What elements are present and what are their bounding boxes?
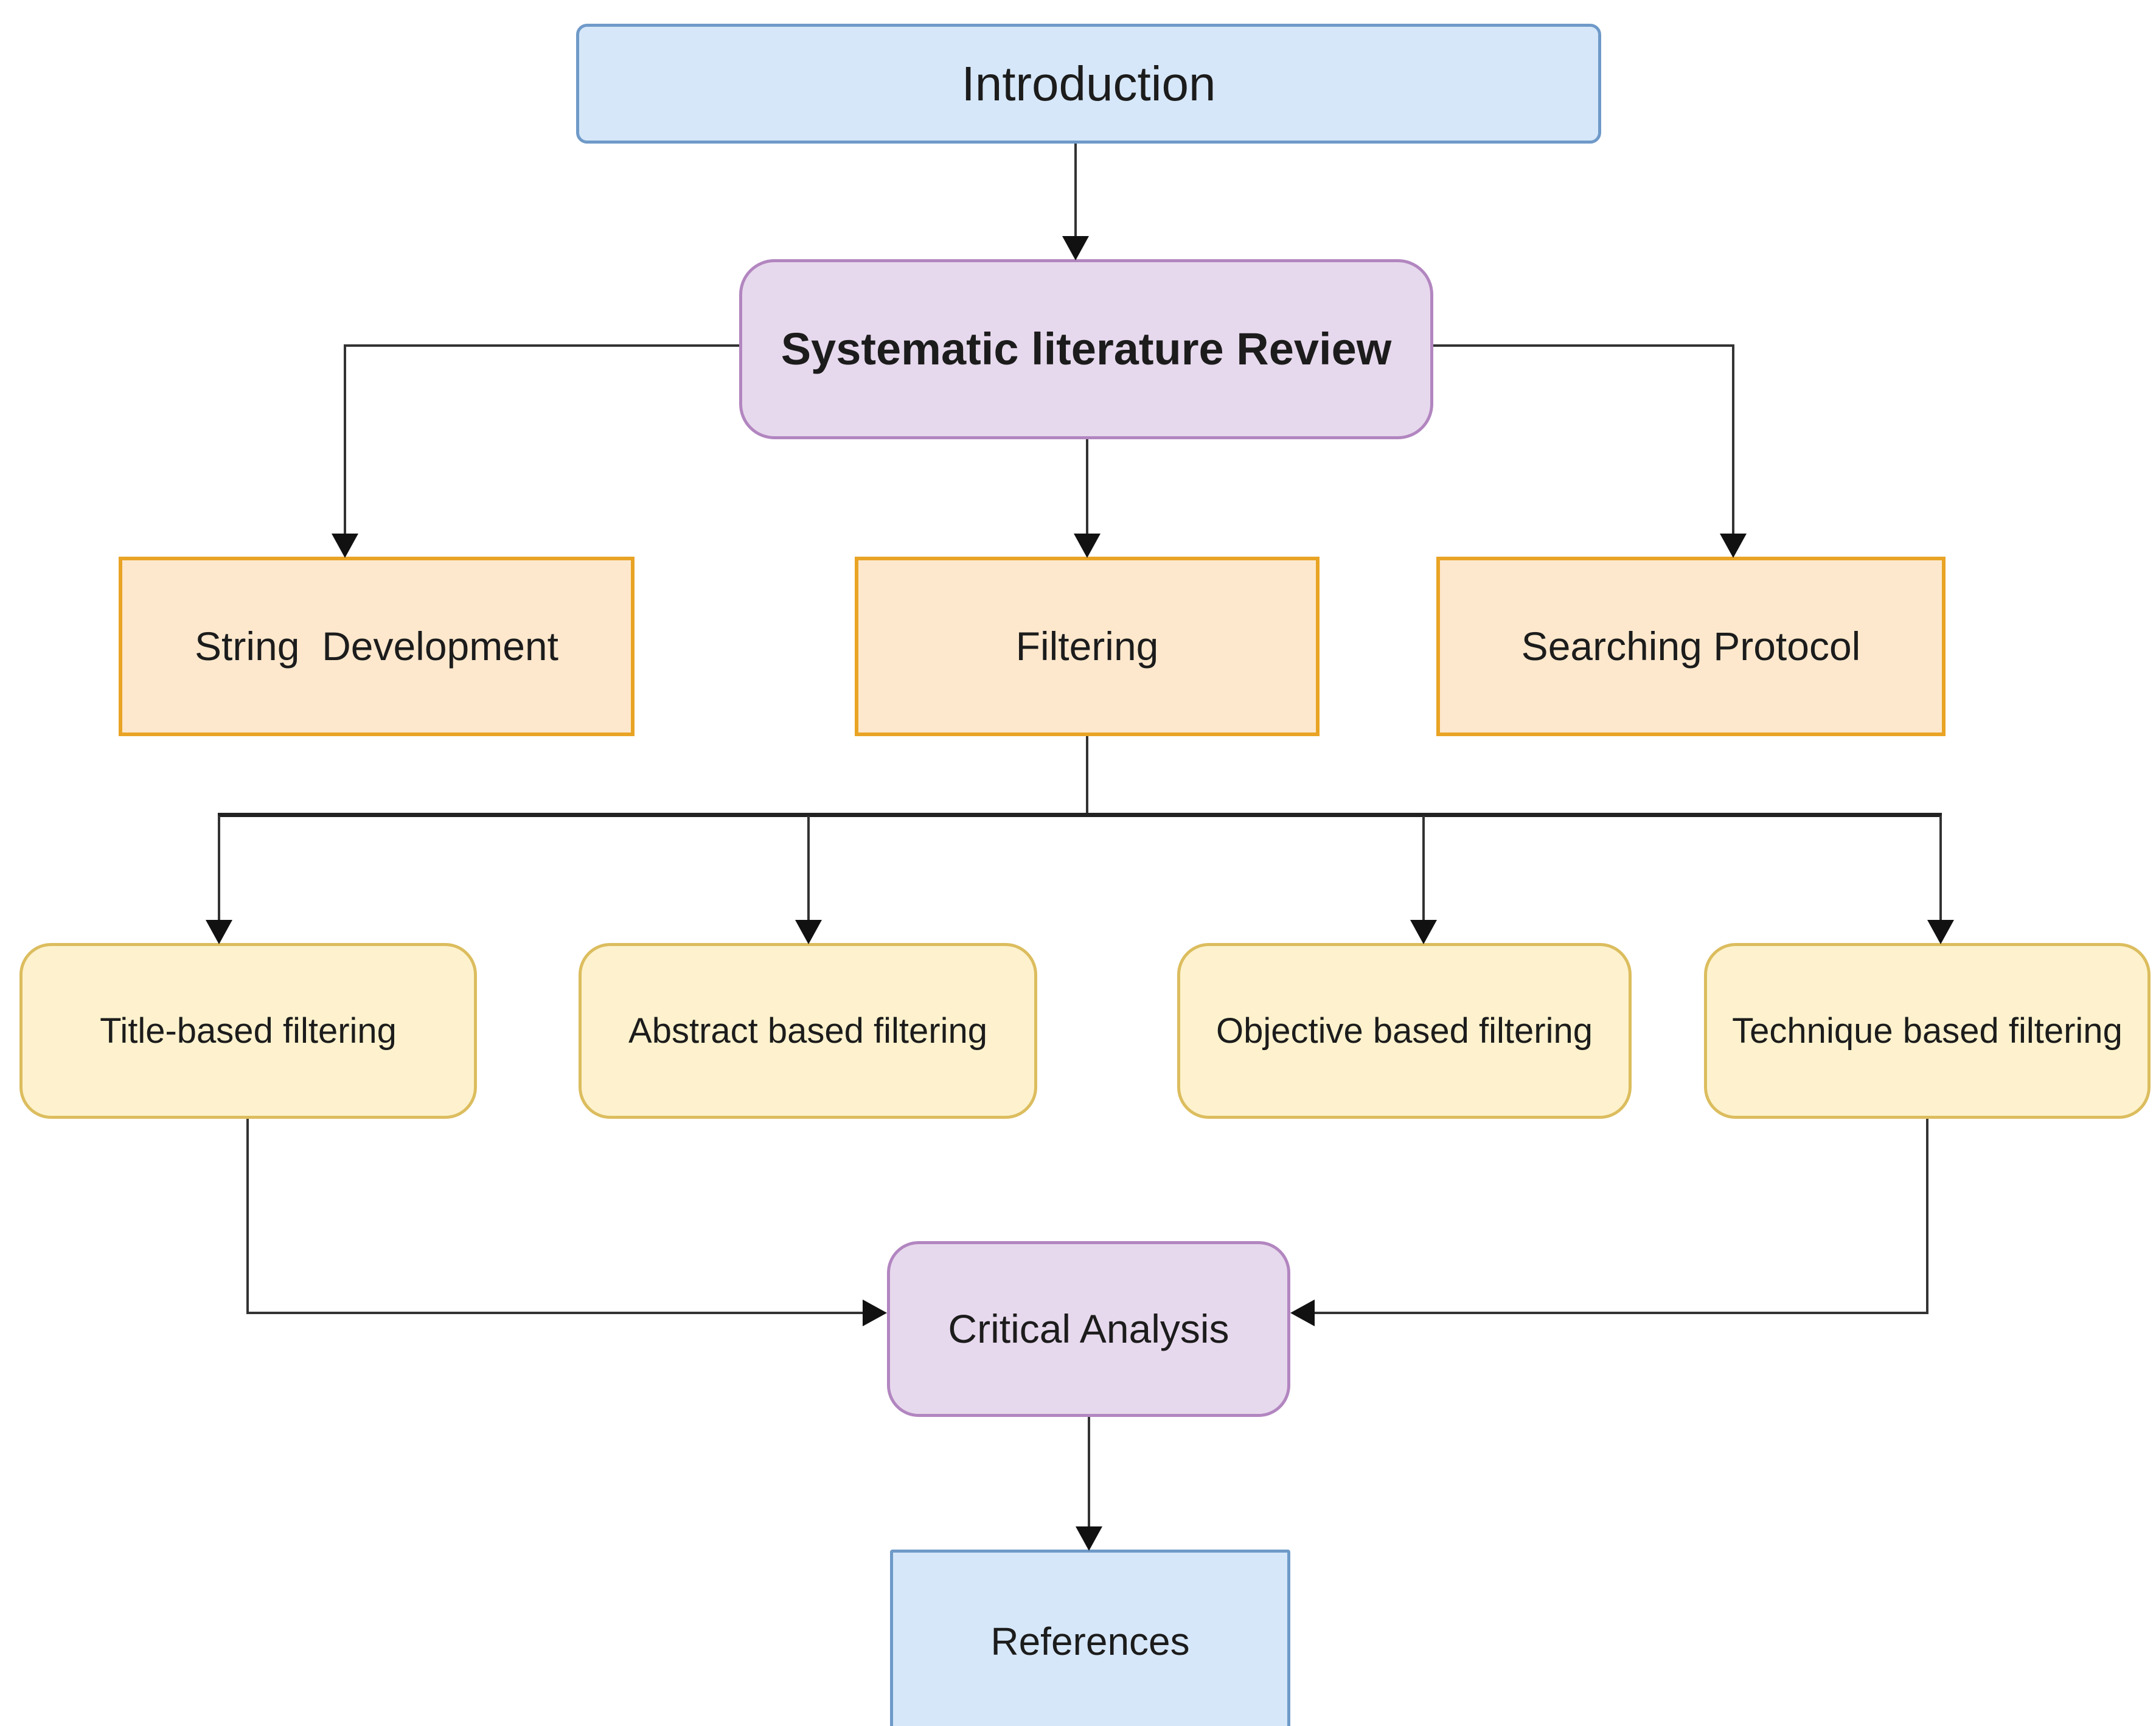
node-systematic-literature-review-label: Systematic literature Review xyxy=(781,324,1392,375)
edge-slr-searching-arrowhead xyxy=(1720,534,1747,558)
edge-bus-technique-vline xyxy=(1939,816,1942,921)
edge-slr-filtering-vline xyxy=(1086,439,1088,535)
node-objective-based-filtering-label: Objective based filtering xyxy=(1216,1011,1593,1051)
edge-bus-title-vline xyxy=(218,816,220,921)
edge-introduction-slr-arrowhead xyxy=(1062,236,1089,260)
edge-bus-abstract-arrowhead xyxy=(795,920,822,944)
edge-technique-critical-vline xyxy=(1926,1119,1928,1314)
edge-technique-critical-hline xyxy=(1315,1312,1928,1314)
node-introduction: Introduction xyxy=(576,24,1601,144)
node-filtering-label: Filtering xyxy=(1015,624,1159,669)
edge-critical-references-arrowhead xyxy=(1076,1526,1102,1551)
node-critical-analysis: Critical Analysis xyxy=(887,1241,1290,1417)
edge-slr-searching-hline xyxy=(1433,344,1733,347)
node-objective-based-filtering: Objective based filtering xyxy=(1177,943,1632,1119)
edge-title-critical-hline xyxy=(246,1312,863,1314)
edge-slr-searching-vline xyxy=(1732,344,1734,536)
node-string-development: String Development xyxy=(119,557,635,736)
node-title-based-filtering-label: Title-based filtering xyxy=(100,1011,397,1051)
edge-slr-string-vline xyxy=(344,344,346,536)
edge-critical-references-vline xyxy=(1088,1417,1090,1528)
node-string-development-label: String Development xyxy=(195,624,558,669)
node-abstract-based-filtering-label: Abstract based filtering xyxy=(628,1011,987,1051)
node-searching-protocol: Searching Protocol xyxy=(1436,557,1946,736)
edge-filtering-bus-hline xyxy=(218,813,1942,817)
edge-introduction-slr-line xyxy=(1074,144,1077,238)
edge-slr-filtering-arrowhead xyxy=(1074,534,1101,558)
edge-bus-objective-arrowhead xyxy=(1410,920,1437,944)
node-systematic-literature-review: Systematic literature Review xyxy=(739,259,1433,439)
node-references: References xyxy=(890,1550,1290,1726)
edge-technique-critical-arrowhead xyxy=(1290,1300,1315,1326)
node-title-based-filtering: Title-based filtering xyxy=(19,943,477,1119)
node-technique-based-filtering-label: Technique based filtering xyxy=(1732,1011,2123,1051)
edge-slr-string-hline xyxy=(345,344,739,347)
edge-bus-title-arrowhead xyxy=(206,920,232,944)
edge-title-critical-arrowhead xyxy=(863,1300,887,1326)
edge-slr-string-arrowhead xyxy=(332,534,358,558)
node-technique-based-filtering: Technique based filtering xyxy=(1704,943,2151,1119)
node-searching-protocol-label: Searching Protocol xyxy=(1521,624,1861,669)
node-abstract-based-filtering: Abstract based filtering xyxy=(579,943,1037,1119)
node-introduction-label: Introduction xyxy=(961,56,1216,111)
edge-bus-abstract-vline xyxy=(807,816,810,921)
edge-title-critical-vline xyxy=(246,1119,249,1314)
node-references-label: References xyxy=(990,1620,1190,1664)
node-critical-analysis-label: Critical Analysis xyxy=(948,1306,1229,1352)
edge-bus-objective-vline xyxy=(1422,816,1425,921)
node-filtering: Filtering xyxy=(855,557,1320,736)
edge-filtering-bus-vline xyxy=(1086,736,1088,816)
edge-bus-technique-arrowhead xyxy=(1927,920,1954,944)
